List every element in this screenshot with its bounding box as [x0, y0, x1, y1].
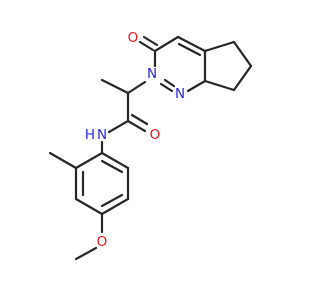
bond-c3-c4: [153, 35, 180, 53]
bond-ar4-ar5-inner: [100, 193, 124, 208]
bond-c6-c7: [232, 64, 253, 92]
bond-c7-c7a: [203, 79, 236, 92]
bond-c3-o: [138, 40, 155, 52]
bond-layer: [48, 35, 253, 261]
atom-label-n-ring-2: N: [147, 66, 157, 82]
atom-label-o-carbonyl-ring: O: [128, 30, 139, 46]
bond-ar1-ar2: [74, 151, 104, 170]
atom-label-n-ring-1: N: [175, 86, 185, 102]
bond-ar6-ar1-inner: [100, 159, 124, 174]
chemical-structure-diagram: O N N O N H O: [48, 30, 253, 261]
atom-label-layer: O N N O N H O: [85, 30, 185, 250]
bond-camide-o: [126, 119, 147, 133]
bond-n1-n2-inner: [163, 78, 176, 88]
bond-ar4-ar5: [100, 197, 130, 216]
bond-c3-o-double: [142, 35, 159, 47]
bond-ar2-methyl: [48, 151, 78, 170]
bond-camide-n: [107, 119, 130, 134]
bond-c4-c4a-inner: [177, 42, 202, 57]
bond-camide-o-double: [130, 113, 149, 126]
bond-ar3-ar4: [74, 197, 104, 216]
atom-label-o-methoxy: O: [97, 234, 108, 250]
atom-label-h-amide: H: [85, 127, 95, 143]
bond-c4a-c5: [203, 40, 236, 53]
bond-o-methyl: [74, 246, 98, 261]
atom-label-o-amide: O: [150, 127, 161, 143]
bond-n1-n2: [159, 82, 174, 93]
bond-c7a-n1: [186, 79, 207, 93]
bond-ca-methyl: [100, 78, 130, 95]
bond-ar6-ar1: [100, 151, 130, 170]
bond-c4-c4a: [176, 35, 207, 53]
atom-label-n-amide: N: [97, 127, 107, 143]
bond-c5-c6: [232, 40, 253, 68]
bond-n2-ca: [126, 80, 147, 95]
